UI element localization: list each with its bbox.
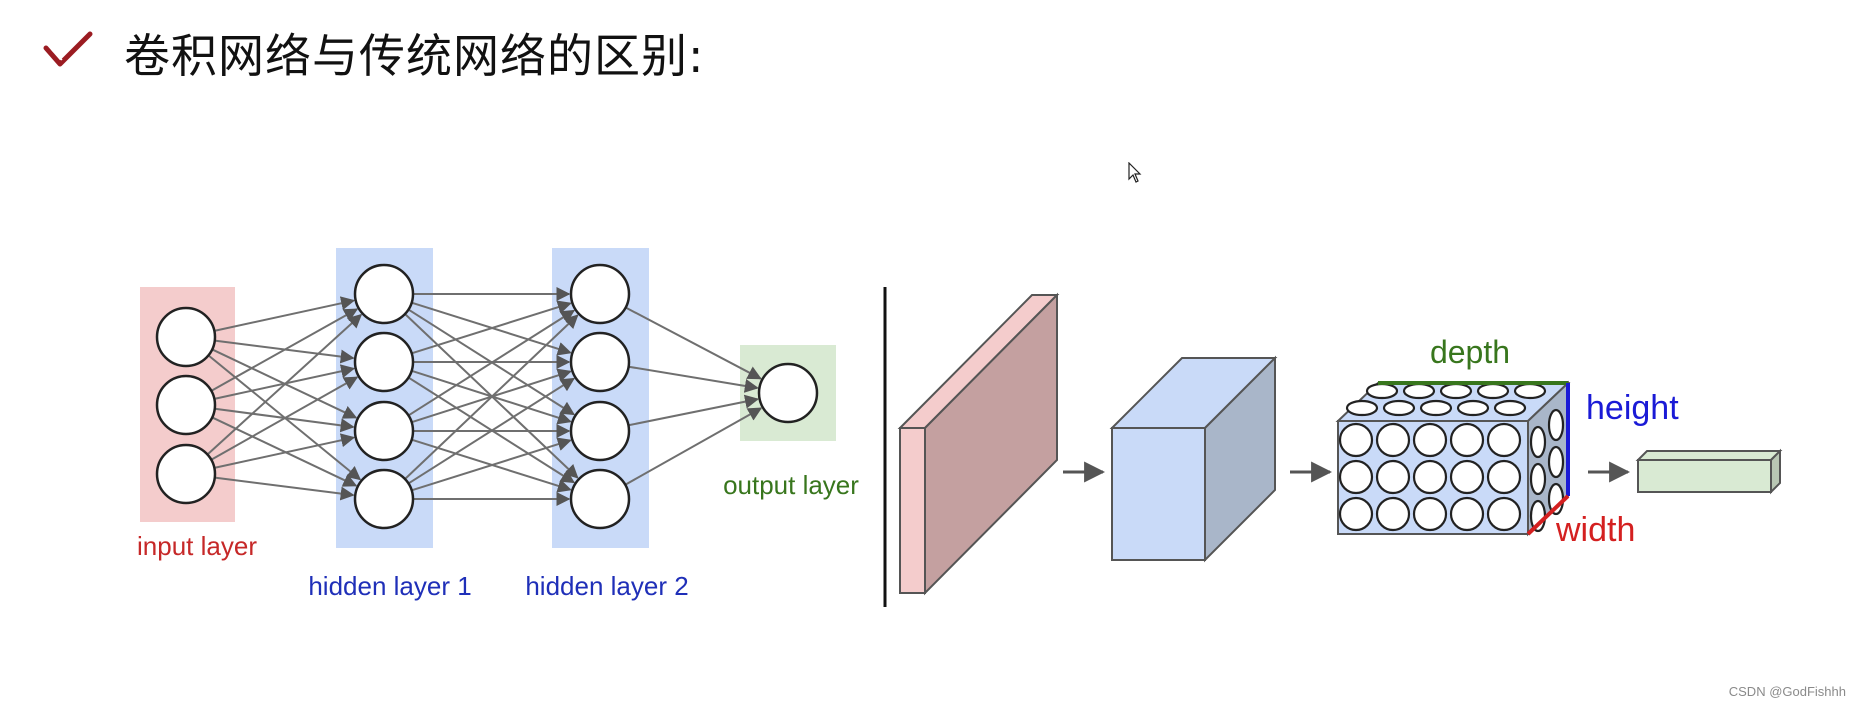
volume-neuron: [1486, 496, 1522, 532]
neuron-node: [569, 468, 631, 530]
cnn-volumes: [897, 292, 1783, 596]
check-icon: [43, 31, 93, 67]
connection-edge: [407, 309, 576, 417]
volume-neuron: [1338, 459, 1374, 495]
neuron-node: [155, 306, 217, 368]
connection-edge: [210, 376, 359, 461]
height-label: height: [1586, 389, 1679, 427]
neuron-node: [569, 400, 631, 462]
neuron-volume: [1335, 380, 1571, 537]
connection-edge: [624, 407, 763, 486]
feature-cube: [1109, 355, 1278, 563]
neuron-node: [353, 400, 415, 462]
volume-neuron: [1375, 496, 1411, 532]
connection-edge: [404, 314, 579, 480]
input-layer-label: input layer: [137, 531, 257, 561]
connection-edge: [206, 313, 363, 456]
neuron-node: [569, 263, 631, 325]
slide-title: 卷积网络与传统网络的区别:: [124, 29, 705, 83]
volume-neuron: [1382, 399, 1416, 417]
input-image-slab: [897, 292, 1060, 596]
neuron-node: [353, 468, 415, 530]
connection-edge: [625, 306, 762, 380]
neuron-node: [353, 331, 415, 393]
width-label: width: [1555, 511, 1635, 549]
volume-neuron: [1529, 425, 1547, 459]
mouse-cursor-icon: [1128, 162, 1142, 183]
volume-neuron: [1486, 422, 1522, 458]
volume-neuron: [1529, 462, 1547, 496]
volume-neuron: [1439, 382, 1473, 400]
output-layer-label: output layer: [723, 470, 859, 500]
volume-neuron: [1449, 459, 1485, 495]
volume-neuron: [1449, 496, 1485, 532]
volume-neuron: [1412, 422, 1448, 458]
volume-neuron: [1338, 422, 1374, 458]
depth-label: depth: [1430, 334, 1510, 370]
volume-neuron: [1547, 408, 1565, 442]
hidden-layer-1-label: hidden layer 1: [308, 571, 471, 601]
neuron-nodes: [155, 263, 819, 530]
neuron-node: [757, 362, 819, 424]
volume-neuron: [1412, 459, 1448, 495]
watermark: CSDN @GodFishhh: [1728, 684, 1846, 699]
connection-edges: [206, 287, 763, 506]
volume-neuron: [1449, 422, 1485, 458]
volume-neuron: [1365, 382, 1399, 400]
connection-edge: [214, 433, 356, 469]
connection-edge: [628, 394, 759, 427]
output-box: [1635, 448, 1783, 495]
volume-neuron: [1513, 382, 1547, 400]
volume-neuron: [1547, 445, 1565, 479]
volume-neuron: [1493, 399, 1527, 417]
neuron-node: [353, 263, 415, 325]
volume-neuron: [1345, 399, 1379, 417]
volume-neuron: [1412, 496, 1448, 532]
neuron-node: [569, 331, 631, 393]
neuron-node: [155, 374, 217, 436]
neuron-node: [155, 443, 217, 505]
connection-edge: [407, 377, 576, 485]
width-edge: [1526, 494, 1570, 536]
volume-neuron: [1402, 382, 1436, 400]
hidden-layer-2-label: hidden layer 2: [525, 571, 688, 601]
connection-edge: [628, 365, 759, 393]
connection-edge: [214, 296, 356, 332]
fully-connected-network: input layer hidden layer 1 hidden layer …: [137, 248, 859, 601]
volume-neurons: [1338, 382, 1565, 533]
connection-edge: [411, 437, 572, 492]
volume-neuron: [1338, 496, 1374, 532]
volume-neuron: [1419, 399, 1453, 417]
connection-edge: [411, 300, 572, 355]
volume-neuron: [1456, 399, 1490, 417]
volume-neuron: [1486, 459, 1522, 495]
connection-edge: [214, 476, 355, 501]
connection-edge: [210, 308, 359, 392]
volume-neuron: [1375, 459, 1411, 495]
volume-neuron: [1375, 422, 1411, 458]
volume-neuron: [1476, 382, 1510, 400]
